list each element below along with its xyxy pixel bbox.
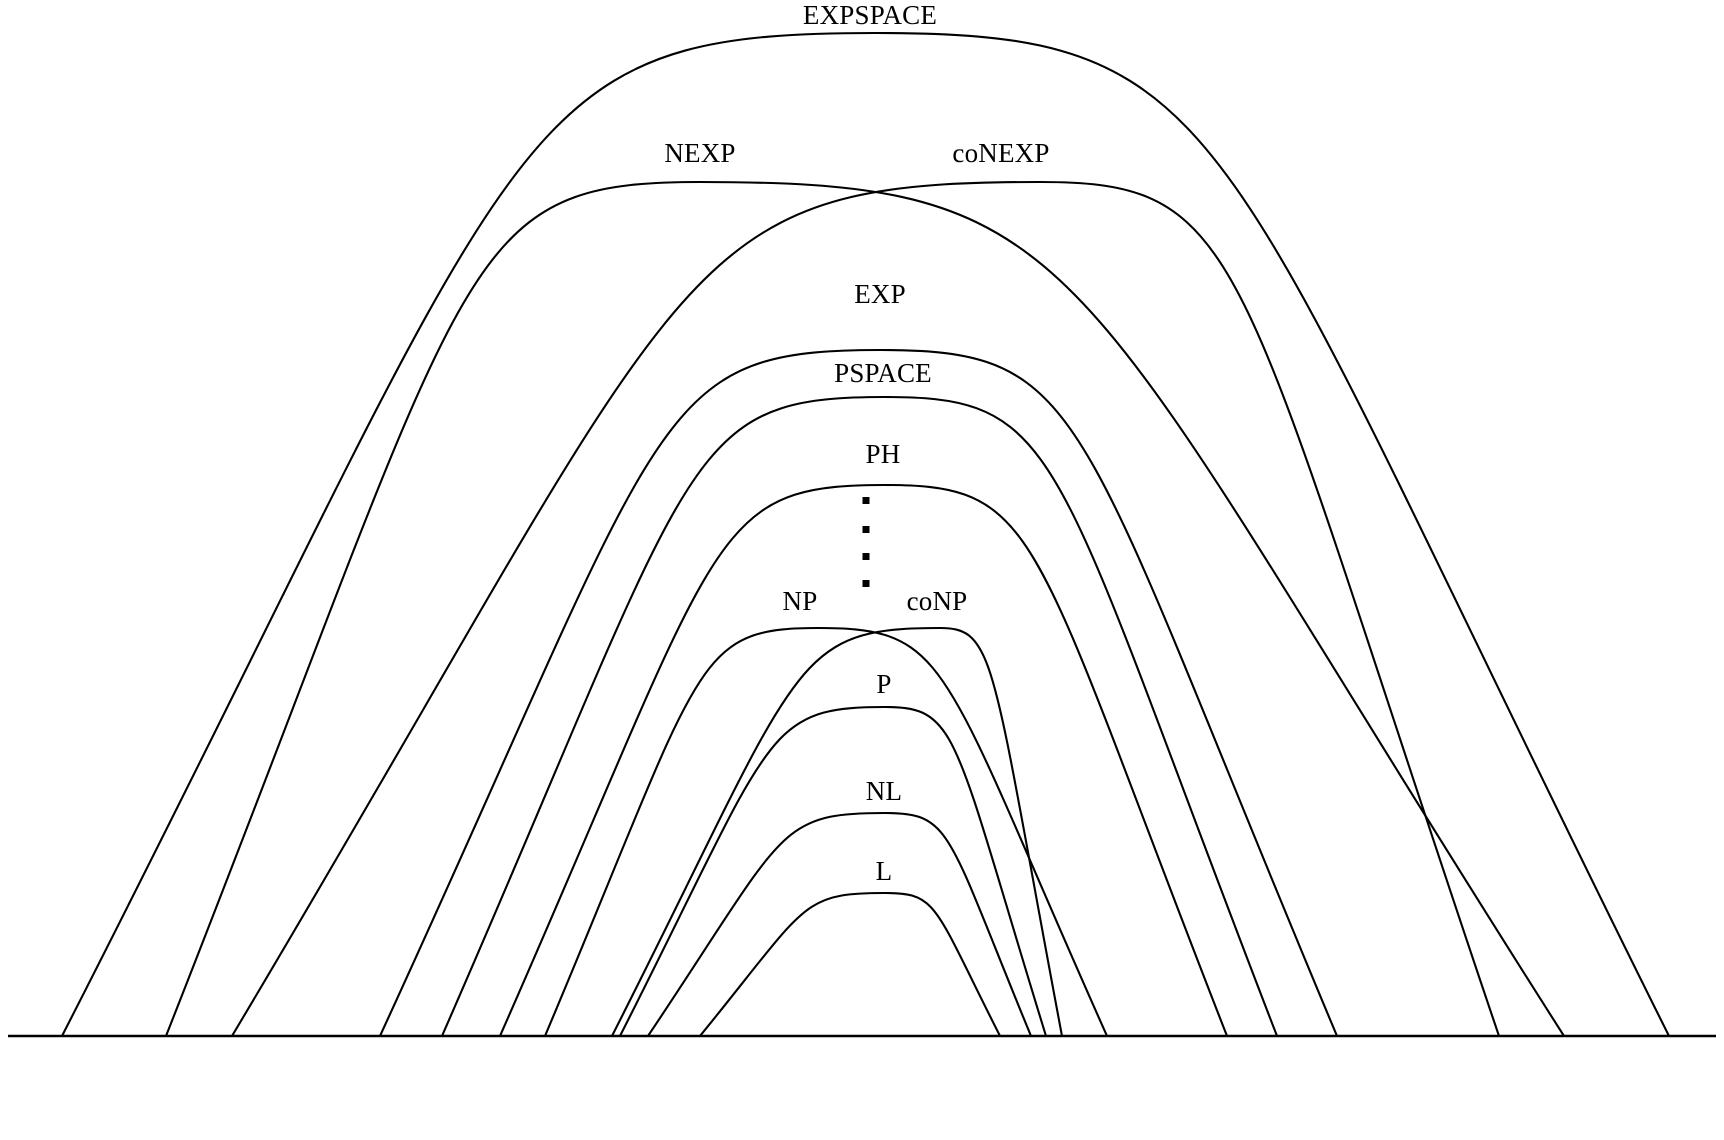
ellipsis-dot-3 [862, 553, 870, 560]
arc-p [619, 705, 1048, 1037]
class-label-ph: PH [865, 439, 901, 469]
arc-np [544, 626, 1108, 1037]
class-label-nexp: NEXP [664, 138, 736, 168]
arc-nl [647, 811, 1032, 1037]
arc-exp [379, 348, 1338, 1037]
arc-group [61, 31, 1670, 1037]
class-label-np: NP [782, 586, 818, 616]
arc-pspace [441, 395, 1278, 1037]
class-label-expspace: EXPSPACE [802, 0, 938, 30]
class-label-conp: coNP [906, 586, 968, 616]
arc-l [699, 891, 1001, 1037]
arc-conp [611, 626, 1064, 1037]
class-label-nl: NL [865, 776, 903, 806]
class-label-exp: EXP [854, 279, 906, 309]
class-label-pspace: PSPACE [834, 358, 932, 388]
arc-ph [499, 483, 1228, 1037]
arc-conexp [231, 180, 1500, 1037]
ellipsis-dot-2 [862, 526, 870, 533]
class-label-p: P [876, 669, 892, 699]
class-label-conexp: coNEXP [952, 138, 1050, 168]
arc-nexp [165, 180, 1565, 1037]
ellipsis-dot-4 [862, 580, 870, 587]
class-label-l: L [875, 856, 893, 886]
arc-expspace [61, 31, 1670, 1037]
ellipsis-dot-1 [862, 497, 870, 504]
